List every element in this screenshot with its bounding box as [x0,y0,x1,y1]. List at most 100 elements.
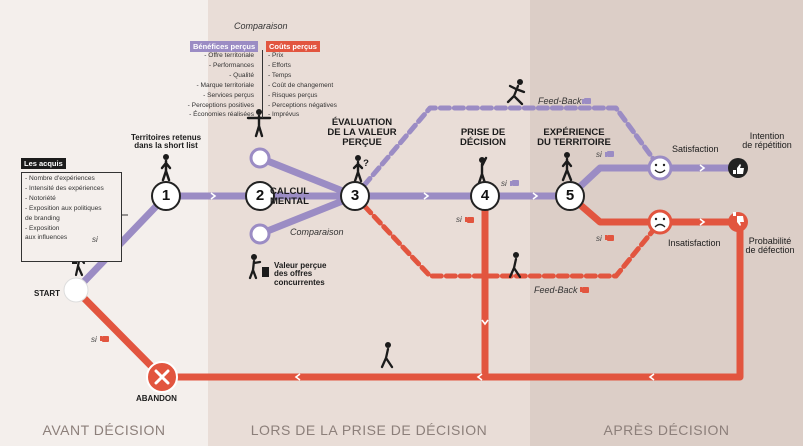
cost-item: - Imprévus [268,111,300,119]
calcul-mental-label: CALCUL MENTAL [270,186,310,207]
si-label: si [501,179,507,188]
red-feedback-dashed [352,193,663,279]
person-icon-walking-red [508,252,522,279]
smiley-icon-eye-r [662,163,666,167]
cost-item: - Temps [268,71,292,79]
comparison-top-label: Comparaison [234,21,288,31]
thumbs-up-icon-si-prise [510,180,519,186]
arrow-main-3 [532,192,539,200]
thumbs-down-icon-si-insat [605,235,614,241]
person-icon-running [506,79,526,106]
node-top-benefits [249,147,271,169]
thumbs-up-icon-si-sat [605,151,614,157]
cost-item: - Risques perçus [268,91,318,99]
node-2: 2 [245,181,275,211]
si-label: si [596,234,602,243]
benefits-title: Bénéfices perçus [190,41,259,52]
satisfaction-node [647,155,673,181]
feedback-top-label: Feed-Back [538,96,582,106]
experience-label: EXPÉRIENCE DU TERRITOIRE [537,127,611,148]
evaluation-label: ÉVALUATION DE LA VALEUR PERÇUE [327,117,397,148]
satisfaction-label: Satisfaction [672,144,719,154]
valeur-offres-label: Valeur perçue des offres concurrentes [274,261,327,287]
node-4: 4 [470,181,500,211]
abandon-label: ABANDON [136,394,177,403]
zone-title-after: APRÈS DÉCISION [603,422,730,438]
person-icon-experience [561,152,573,182]
si-label: si [91,335,97,344]
sad-icon-eye-r [662,217,666,221]
prise-decision-label: PRISE DE DÉCISION [460,127,506,148]
benefit-item: - Qualité [229,71,254,79]
acquis-list: - Nombre d'expériences - Intensité des e… [25,174,104,243]
benefit-item: - Services perçus [203,91,254,99]
arrow-main-1 [210,192,217,200]
benefits-list: - Offre territoriale - Performances - Qu… [150,51,254,120]
purple-path-bottom-branch [256,192,359,238]
acquis-item: - Nombre d'expériences [25,175,95,182]
cost-item: - Perceptions négatives [268,101,337,109]
start-label: START [34,289,61,298]
node-5: 5 [555,181,585,211]
arrow-return-1 [648,373,655,381]
person-icon-evaluation [352,155,364,183]
arrow-sat [699,164,706,172]
si-label: si [92,235,98,244]
probabilite-label: Probabilité de défection [745,236,795,256]
red-path-start-to-abandon [72,286,166,381]
smiley-icon [654,169,666,174]
insatisfaction-node [647,209,673,235]
node-bottom-compare [249,223,271,245]
person-icon-walking-bottom [380,342,394,369]
acquis-item: - Intensité des expériences [25,184,104,192]
acquis-item: - Notoriété [25,194,56,202]
thumbs-up-icon [733,164,744,174]
arrow-insat [699,218,706,226]
si-label: si [456,215,462,224]
thumbs-up-icon-feedback [582,98,591,104]
zone-title-during: LORS DE LA PRISE DE DÉCISION [250,422,488,438]
node-3: 3 [340,181,370,211]
benefit-item: - Perceptions positives [187,101,254,109]
benefit-item: - Économies réalisées [189,111,254,119]
intention-label: Intention de répétition [742,131,792,151]
thumbs-down-icon-si-start [100,336,109,342]
thumbs-down-icon [733,212,744,226]
sad-icon [654,223,666,228]
sad-icon-eye-l [654,217,658,221]
benefit-item: - Performances [208,61,254,69]
purple-path-top-branch [256,154,359,200]
costs-title: Coûts perçus [266,41,320,52]
acquis-item: aux influences [25,234,68,242]
person-icon-decision [477,156,488,185]
node-start [63,277,89,303]
thumbs-down-icon-si-prise [465,217,474,223]
arrow-return-3 [294,373,301,381]
cost-item: - Prix [268,52,284,59]
question-mark: ? [363,158,369,169]
person-icon-balance [246,109,272,138]
zone-title-before: AVANT DÉCISION [42,422,166,438]
person-icon-compare [248,254,269,280]
comparison-bottom-label: Comparaison [290,227,344,237]
feedback-bottom-label: Feed-Back [534,285,578,295]
acquis-box [21,172,122,262]
red-path-abandon-line [158,218,744,381]
short-list-label: Territoires retenus dans la short list [130,133,202,151]
acquis-item: de branding [25,214,60,222]
close-icon [154,369,170,385]
smiley-icon-eye-l [654,163,658,167]
acquis-item: - Exposition [25,224,60,232]
costs-list: - Prix - Efforts - Temps - Coût de chang… [268,51,337,120]
cost-item: - Efforts [268,61,291,69]
zone-during-decision: LORS DE LA PRISE DE DÉCISION [208,0,530,446]
arrow-return-2 [476,373,483,381]
benefit-item: - Marque territoriale [196,81,254,89]
benefit-item: - Offre territoriale [204,52,254,59]
acquis-title: Les acquis [21,158,66,169]
cost-item: - Coût de changement [268,81,334,89]
person-icon-node1 [160,154,172,182]
list-divider [262,50,263,118]
thumbs-down-icon-feedback [580,287,589,293]
node-1: 1 [151,181,181,211]
